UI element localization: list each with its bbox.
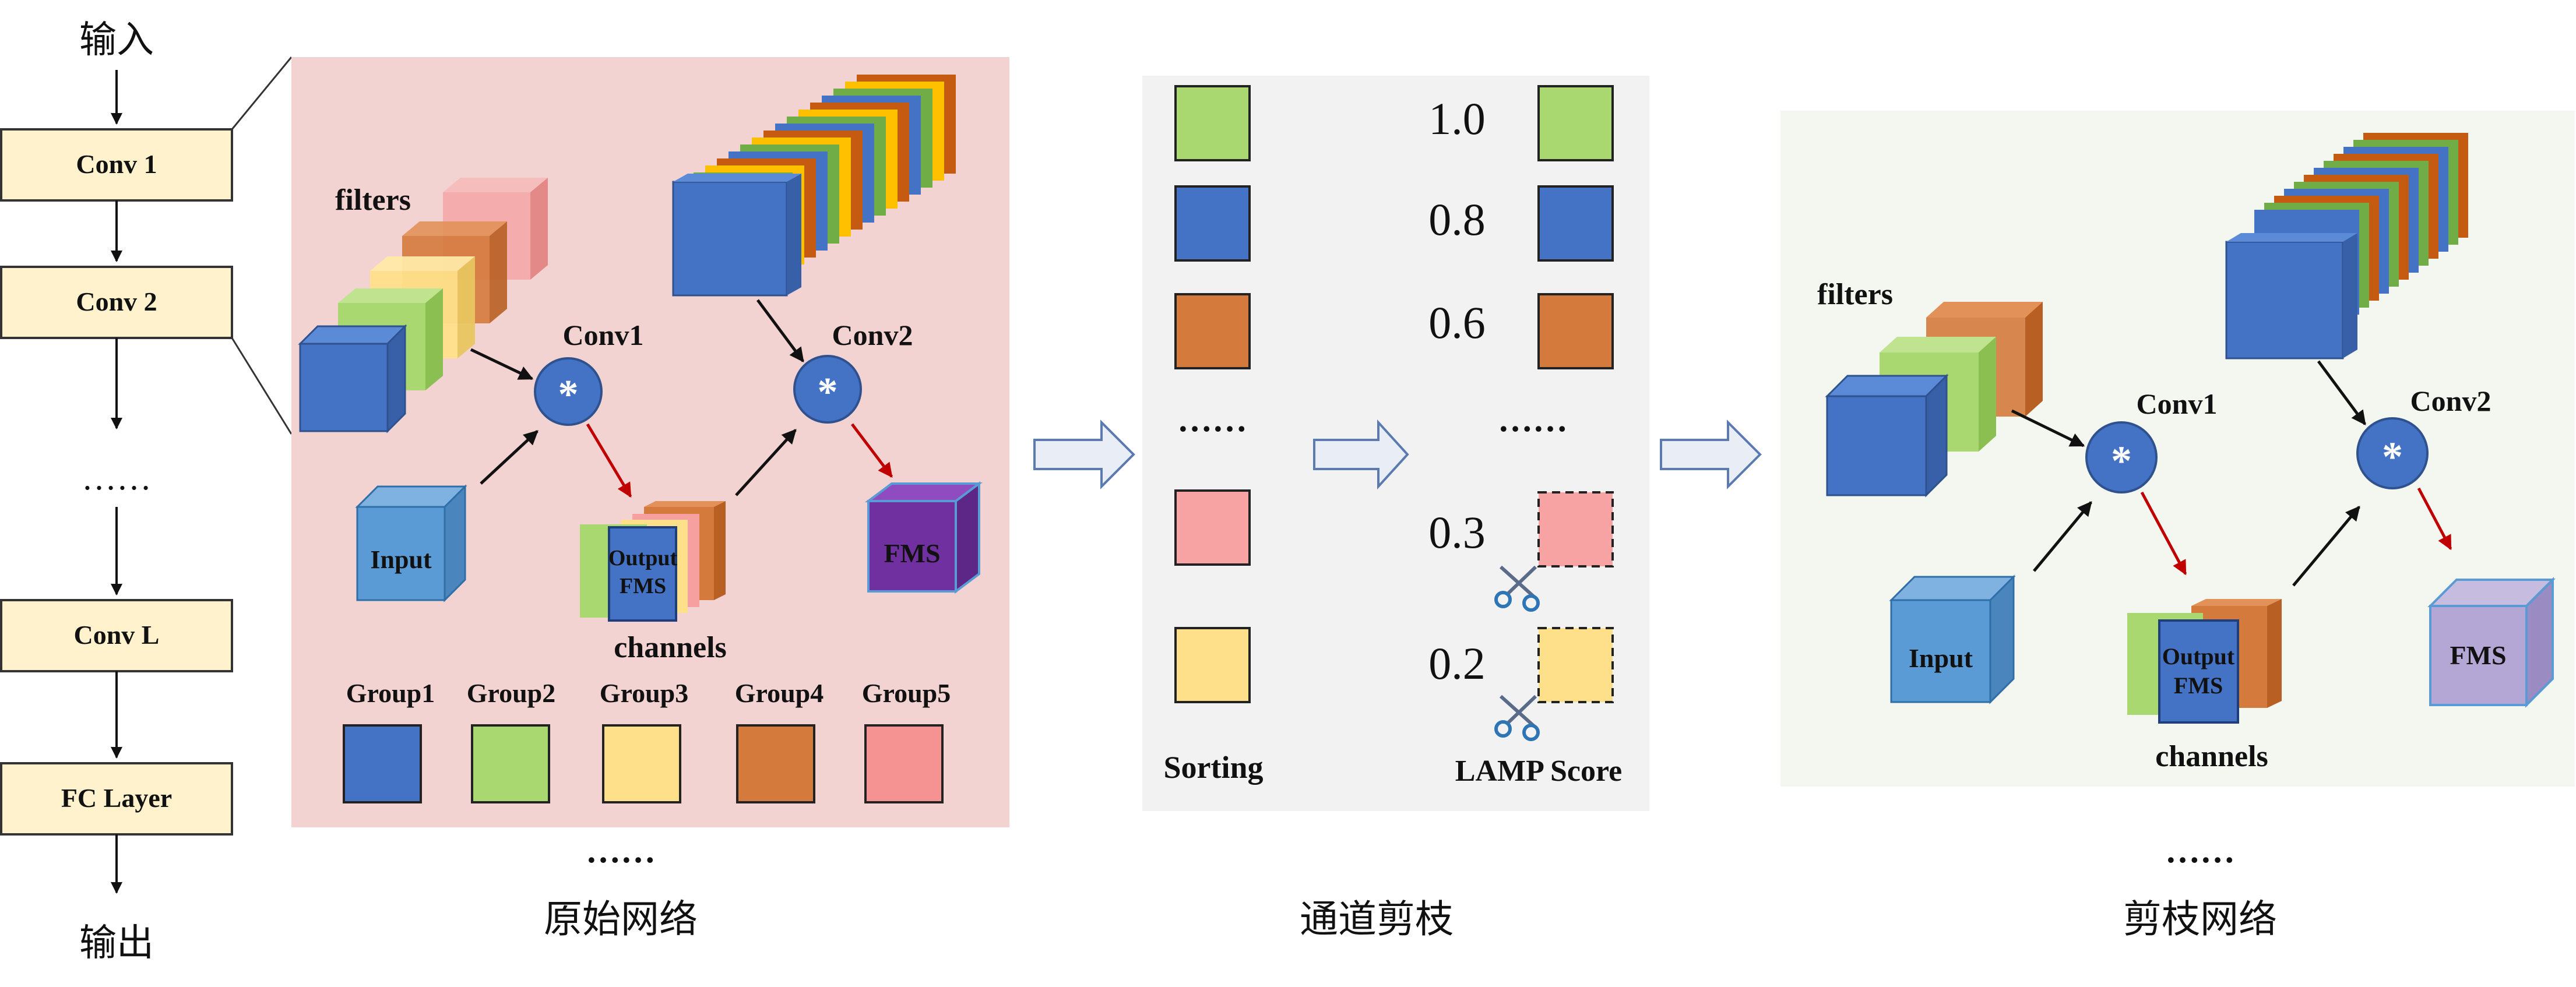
- sort-swatch-orange: [1174, 293, 1251, 369]
- score-swatch-orange: [1537, 293, 1614, 369]
- layer-label-fc: FC Layer: [61, 783, 172, 813]
- original-filter-stack: [298, 178, 548, 433]
- pruned-filters-label: filters: [1817, 278, 1893, 311]
- groups-legend: Group1 Group2 Group3 Group4 Group5: [343, 678, 951, 803]
- score-swatch-green: [1537, 85, 1614, 161]
- original-caption: 原始网络: [544, 897, 698, 942]
- group-swatch-2: [471, 724, 550, 803]
- flow-arrow-inner: [1313, 419, 1409, 490]
- score-swatch-pink-pruned: [1537, 491, 1614, 567]
- layer-label-conv2: Conv 2: [76, 287, 157, 316]
- original-conv2-operator-symbol: *: [818, 370, 838, 415]
- original-ellipsis: ……: [586, 831, 656, 870]
- layer-label-convl: Conv L: [74, 620, 160, 650]
- layer-box-fc: [0, 762, 233, 836]
- group-label-2: Group2: [467, 678, 556, 708]
- sort-swatch-yellow: [1174, 627, 1251, 703]
- group-label-1: Group1: [346, 678, 435, 708]
- group-label-3: Group3: [600, 678, 689, 708]
- original-output-label-line1: Output: [608, 546, 678, 570]
- score-value-5: 0.2: [1428, 638, 1486, 689]
- original-output-label-line2: FMS: [620, 574, 666, 598]
- layer-box-convl: [0, 599, 233, 672]
- sorting-label: Sorting: [1163, 750, 1263, 785]
- original-fms-cube: [865, 481, 983, 594]
- original-input-cube: [355, 484, 467, 602]
- sort-swatch-green: [1174, 85, 1251, 161]
- output-label: 输出: [79, 922, 154, 965]
- pruned-input-label: Input: [1909, 643, 1973, 673]
- scissors-icon: [1494, 565, 1540, 612]
- pruned-output-label-line1: Output: [2162, 643, 2235, 669]
- original-conv1-label: Conv1: [563, 319, 644, 351]
- pruned-channels-label: channels: [2155, 740, 2268, 773]
- scissors-icon: [1494, 695, 1540, 741]
- pruned-network-panel: filters Conv1 *: [1780, 111, 2575, 787]
- original-channels-label: channels: [614, 631, 727, 664]
- group-label-5: Group5: [862, 678, 951, 708]
- group-swatch-3: [602, 724, 681, 803]
- original-conv1-operator: [534, 357, 603, 426]
- original-fms-label: FMS: [884, 538, 940, 568]
- pruned-fms-cube: [2427, 577, 2556, 708]
- group-swatch-5: [864, 724, 944, 803]
- pruning-panel: …… Sorting 1.0 0.8 0.6 …… 0.3 0.2 LAMP S…: [1142, 76, 1649, 811]
- pruned-ellipsis: ……: [2165, 831, 2235, 870]
- score-ellipsis: ……: [1498, 400, 1568, 439]
- filter-cube-blue: [298, 324, 407, 433]
- original-conv1-operator-symbol: *: [558, 372, 579, 417]
- original-conv2-label: Conv2: [832, 319, 913, 351]
- zoom-line-top: [231, 57, 293, 130]
- pruned-input-cube: [1889, 574, 2016, 704]
- pruned-output-label-line2: FMS: [2174, 672, 2223, 699]
- pruned-filter-stack: [1825, 302, 2043, 498]
- original-input-label: Input: [370, 545, 432, 574]
- pruned-conv2-label: Conv2: [2410, 385, 2491, 417]
- original-conv2-operator: [793, 355, 862, 424]
- score-value-1: 1.0: [1428, 93, 1486, 144]
- original-network-panel: filters: [291, 57, 1009, 827]
- layer-label-conv1: Conv 1: [76, 149, 157, 179]
- score-value-2: 0.8: [1428, 194, 1486, 245]
- layer-stack: 输入 Conv 1 Conv 2 …… Conv L FC Layer 输出: [0, 19, 293, 965]
- original-output-stack: [580, 501, 726, 622]
- score-value-3: 0.6: [1428, 297, 1486, 348]
- group-swatch-1: [343, 724, 422, 803]
- sort-swatch-pink: [1174, 489, 1251, 566]
- sort-swatch-blue: [1174, 185, 1251, 262]
- layer-box-conv2: [0, 266, 233, 339]
- flow-arrow-2: [1660, 420, 1762, 489]
- score-swatch-blue: [1537, 185, 1614, 262]
- flow-arrow-1: [1033, 420, 1135, 489]
- group-swatch-4: [736, 724, 815, 803]
- score-swatch-yellow-pruned: [1537, 627, 1614, 703]
- pruned-conv1-label: Conv1: [2137, 387, 2218, 420]
- pruned-conv2-filter-bank: [2225, 133, 2468, 359]
- input-label: 输入: [79, 19, 154, 62]
- group-label-4: Group4: [735, 678, 824, 708]
- lamp-score-label: LAMP Score: [1455, 755, 1622, 788]
- pruning-caption: 通道剪枝: [1300, 897, 1454, 942]
- layer-ellipsis: ……: [82, 459, 152, 497]
- pruned-output-stack: [2127, 599, 2282, 724]
- zoom-line-bottom: [231, 337, 293, 435]
- score-value-4: 0.3: [1428, 507, 1486, 558]
- pruned-conv2-operator: [2356, 417, 2429, 489]
- pruned-conv2-operator-symbol: *: [2382, 433, 2403, 480]
- original-filters-label: filters: [335, 184, 411, 217]
- pruned-conv1-operator: [2085, 421, 2158, 493]
- sort-ellipsis: ……: [1177, 400, 1247, 439]
- pruned-fms-label: FMS: [2450, 640, 2506, 670]
- pruned-conv1-operator-symbol: *: [2111, 438, 2132, 484]
- pruned-caption: 剪枝网络: [2123, 897, 2277, 942]
- original-conv2-filter-bank: [672, 75, 956, 297]
